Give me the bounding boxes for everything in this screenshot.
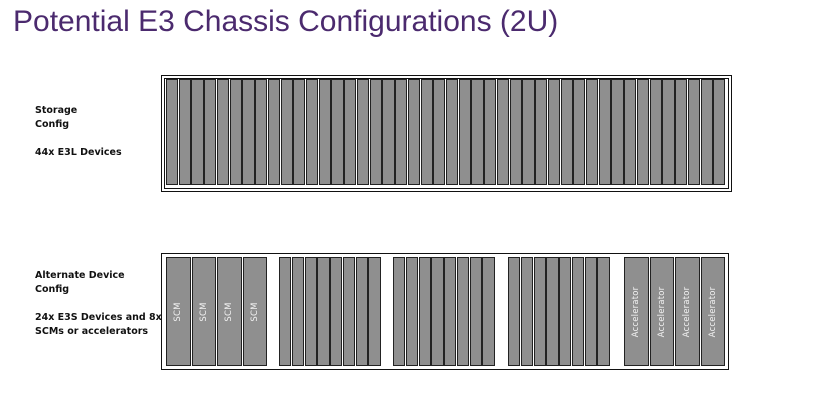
e3l-device-slot xyxy=(586,79,599,185)
accelerator-slot: Accelerator xyxy=(649,257,675,366)
e3s-device-slot xyxy=(584,257,597,366)
e3l-device-slot xyxy=(573,79,586,185)
e3l-device-slot xyxy=(382,79,395,185)
e3l-device-slot xyxy=(713,79,726,185)
e3l-device-slot xyxy=(700,79,713,185)
e3l-device-slot xyxy=(662,79,675,185)
e3l-device-slot xyxy=(369,79,382,185)
e3s-device-slot xyxy=(520,257,534,366)
e3l-device-slot xyxy=(293,79,306,185)
e3l-device-slot xyxy=(484,79,497,185)
e3s-device-slot xyxy=(291,257,305,366)
scm-slot-label: SCM xyxy=(224,301,235,322)
e3s-device-slot xyxy=(571,257,585,366)
accelerator-slot: Accelerator xyxy=(624,257,649,366)
e3l-device-slot xyxy=(611,79,624,185)
e3l-device-slot xyxy=(471,79,484,185)
e3l-device-slot xyxy=(433,79,446,185)
e3l-device-slot xyxy=(178,79,191,185)
e3s-device-slot xyxy=(355,257,368,366)
e3l-device-slot xyxy=(458,79,471,185)
e3l-device-slot xyxy=(255,79,268,185)
e3l-device-slot xyxy=(522,79,535,185)
scm-slot: SCM xyxy=(166,257,191,366)
e3s-device-slot xyxy=(482,257,495,366)
e3s-device-slot xyxy=(405,257,419,366)
e3l-device-slot xyxy=(166,79,179,185)
e3s-device-slot xyxy=(330,257,343,366)
e3l-device-slot xyxy=(331,79,344,185)
e3l-device-slot xyxy=(636,79,650,185)
alternate-chassis: SCM SCM SCM SCM Accelerator Accelerator Accele… xyxy=(161,253,729,370)
e3l-device-slot xyxy=(306,79,319,185)
e3l-device-slot xyxy=(547,79,561,185)
e3s-device-slot xyxy=(546,257,559,366)
e3l-device-slot xyxy=(204,79,217,185)
accelerator-slot-label: Accelerator xyxy=(708,286,719,337)
e3l-device-slot xyxy=(242,79,255,185)
e3s-device-slot xyxy=(444,257,457,366)
e3l-device-slot xyxy=(649,79,662,185)
e3l-device-slot xyxy=(356,79,370,185)
e3l-device-slot xyxy=(216,79,230,185)
e3l-device-slot xyxy=(560,79,573,185)
accelerator-slot: Accelerator xyxy=(700,257,726,366)
storage-chassis xyxy=(161,75,732,192)
e3s-device-slot xyxy=(533,257,546,366)
e3l-device-slot xyxy=(675,79,688,185)
accelerator-slot-label: Accelerator xyxy=(631,286,642,337)
e3s-device-slot xyxy=(368,257,381,366)
e3l-device-slot xyxy=(687,79,701,185)
scm-slot: SCM xyxy=(242,257,268,366)
e3l-device-slot xyxy=(420,79,433,185)
alternate-config-description-line2: SCMs or accelerators xyxy=(35,326,149,337)
e3s-device-slot xyxy=(393,257,406,366)
alternate-config-description-line1: 24x E3S Devices and 8x xyxy=(35,312,162,323)
alternate-config-label-line2: Config xyxy=(35,284,70,295)
scm-slot: SCM xyxy=(191,257,217,366)
e3s-device-slot xyxy=(431,257,444,366)
e3s-device-slot xyxy=(508,257,521,366)
storage-config-label-line2: Config xyxy=(35,119,70,130)
storage-config-label: Storage Config 44x E3L Devices xyxy=(35,104,122,160)
e3l-device-slot xyxy=(407,79,421,185)
e3l-device-slot xyxy=(280,79,293,185)
e3l-device-slot xyxy=(395,79,408,185)
e3s-device-slot xyxy=(317,257,330,366)
e3s-device-slot xyxy=(559,257,572,366)
scm-slot: SCM xyxy=(217,257,242,366)
e3s-device-slot xyxy=(304,257,317,366)
e3s-device-slot xyxy=(418,257,431,366)
storage-chassis-inner-frame xyxy=(164,78,729,189)
e3l-device-slot xyxy=(446,79,459,185)
e3l-device-slot xyxy=(267,79,281,185)
e3l-device-slot xyxy=(598,79,611,185)
e3l-device-slot xyxy=(191,79,204,185)
e3s-device-slot xyxy=(456,257,470,366)
e3l-device-slot xyxy=(624,79,637,185)
scm-slot-label: SCM xyxy=(173,301,184,322)
scm-slot-label: SCM xyxy=(198,301,209,322)
e3l-device-slot xyxy=(496,79,510,185)
accelerator-slot: Accelerator xyxy=(675,257,700,366)
e3l-device-slot xyxy=(318,79,331,185)
e3s-device-slot xyxy=(597,257,610,366)
e3s-device-slot xyxy=(342,257,356,366)
accelerator-slot-label: Accelerator xyxy=(682,286,693,337)
e3s-device-slot xyxy=(469,257,482,366)
storage-config-label-line1: Storage xyxy=(35,105,78,116)
accelerator-slot-label: Accelerator xyxy=(656,286,667,337)
e3l-device-slot xyxy=(509,79,522,185)
e3l-device-slot xyxy=(229,79,242,185)
alternate-config-label-line1: Alternate Device xyxy=(35,270,125,281)
page-title: Potential E3 Chassis Configurations (2U) xyxy=(13,5,559,38)
e3s-device-slot xyxy=(279,257,292,366)
storage-config-description: 44x E3L Devices xyxy=(35,147,122,158)
scm-slot-label: SCM xyxy=(250,301,261,322)
e3l-device-slot xyxy=(535,79,548,185)
alternate-config-label: Alternate Device Config 24x E3S Devices … xyxy=(35,269,162,339)
e3l-device-slot xyxy=(344,79,357,185)
